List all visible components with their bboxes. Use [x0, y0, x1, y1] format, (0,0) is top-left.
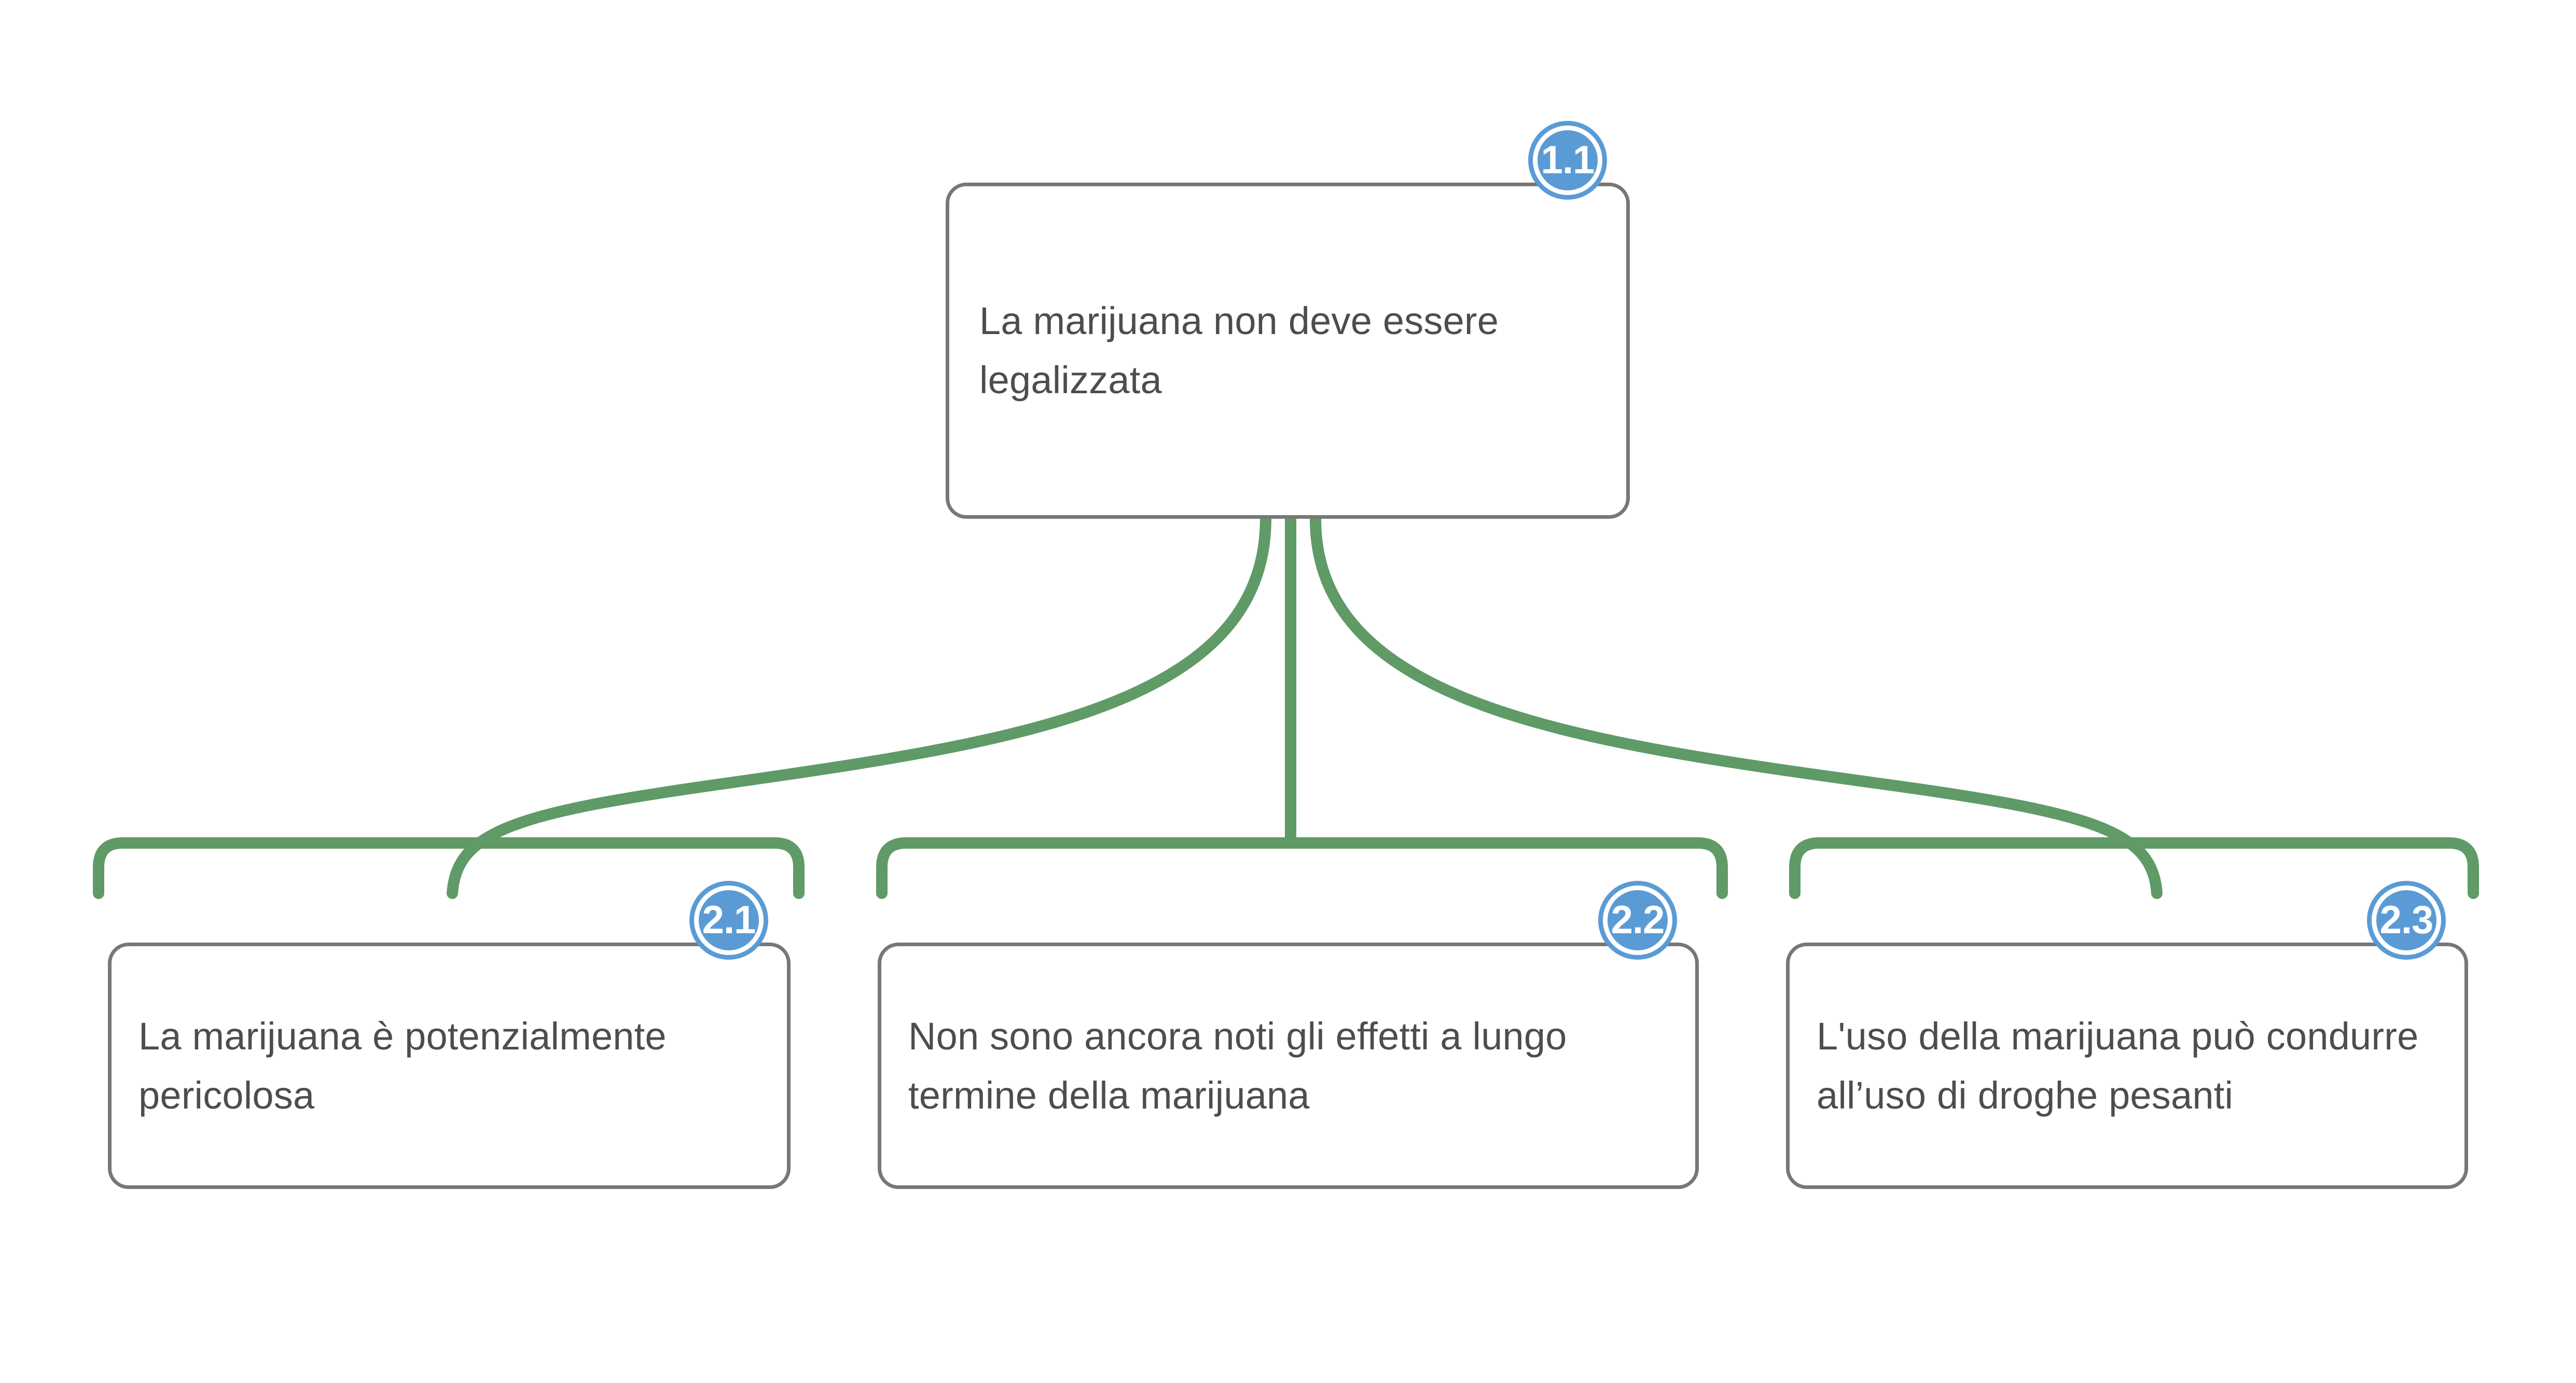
badge-1-1[interactable]: 1.1 — [1533, 126, 1602, 195]
bracket-2-3 — [1789, 837, 2479, 899]
badge-2-2[interactable]: 2.2 — [1603, 886, 1672, 955]
node-reason-2-3-text: L'uso della marijuana può condurre all’u… — [1817, 1014, 2419, 1117]
node-reason-2-2[interactable]: Non sono ancora noti gli effetti a lungo… — [878, 943, 1699, 1189]
node-root-text: La marijuana non deve essere legalizzata — [979, 299, 1499, 402]
badge-2-3[interactable]: 2.3 — [2372, 886, 2441, 955]
node-root-claim[interactable]: La marijuana non deve essere legalizzata — [946, 183, 1630, 519]
edge-1-1-to-2-3 — [1310, 513, 2163, 899]
badge-2-1-label: 2.1 — [702, 898, 756, 942]
node-reason-2-2-text: Non sono ancora noti gli effetti a lungo… — [908, 1014, 1567, 1117]
node-reason-2-3[interactable]: L'uso della marijuana può condurre all’u… — [1786, 943, 2468, 1189]
bracket-2-1 — [93, 837, 805, 899]
node-reason-2-1[interactable]: La marijuana è potenzialmente pericolosa — [108, 943, 791, 1189]
badge-2-2-label: 2.2 — [1611, 898, 1665, 942]
badge-2-1[interactable]: 2.1 — [694, 886, 764, 955]
badge-2-3-label: 2.3 — [2379, 898, 2434, 942]
node-reason-2-1-text: La marijuana è potenzialmente pericolosa — [139, 1014, 667, 1117]
badge-1-1-label: 1.1 — [1541, 138, 1595, 182]
bracket-2-2 — [876, 837, 1728, 899]
edge-1-1-to-2-1 — [447, 513, 1271, 899]
